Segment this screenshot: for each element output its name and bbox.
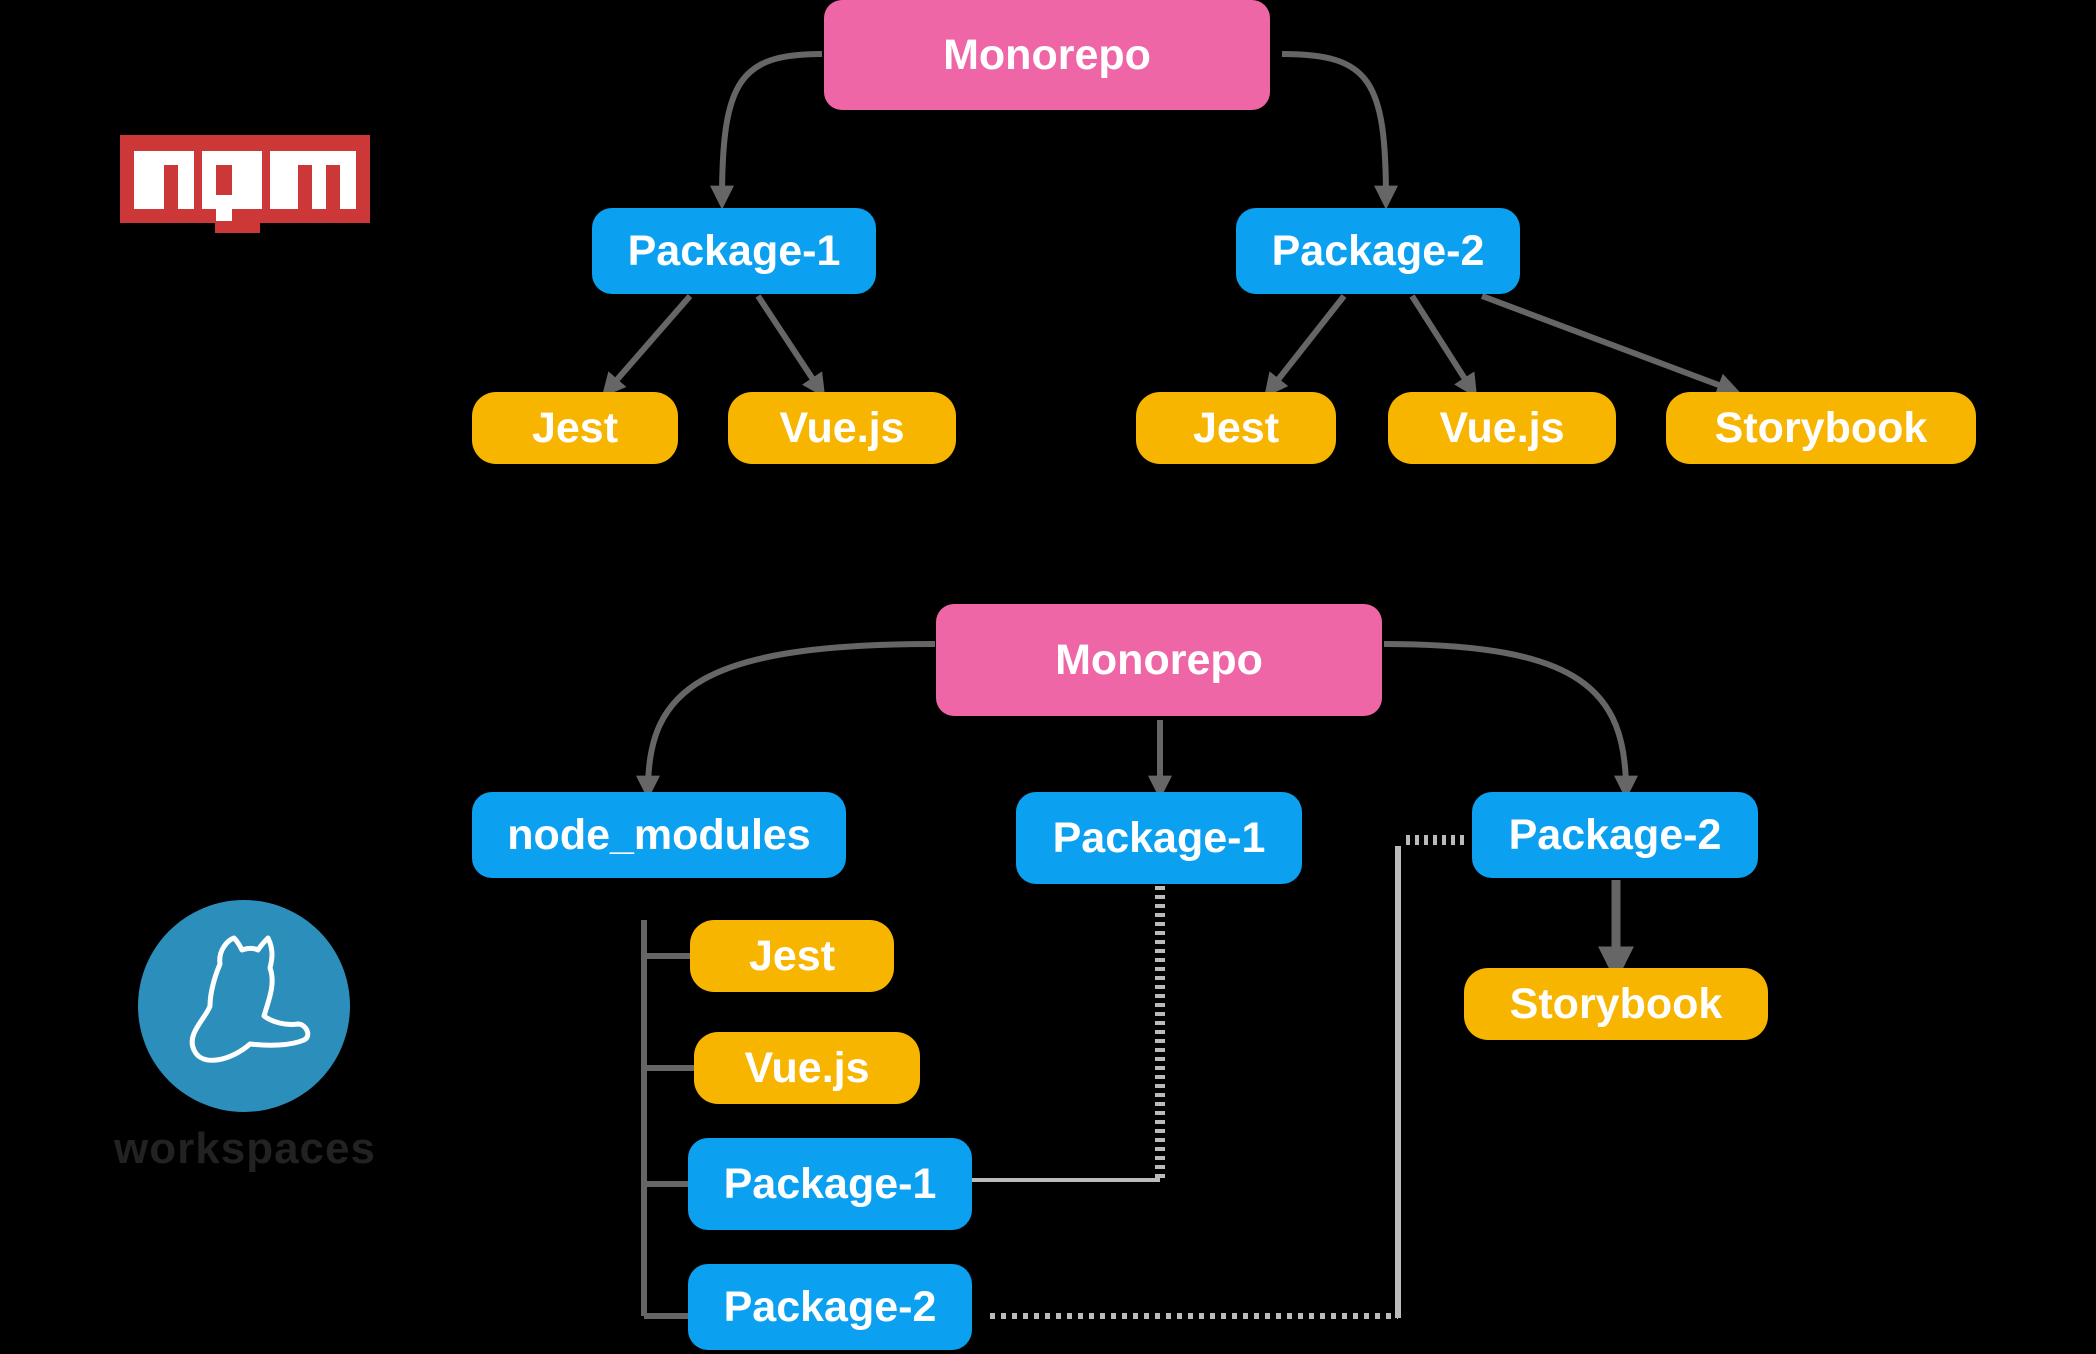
- yarn-nm-package-1-node: Package-1: [688, 1138, 972, 1230]
- npm-p1-jest-node: Jest: [472, 392, 678, 464]
- npm-package-2-node: Package-2: [1236, 208, 1520, 294]
- cat-icon: [189, 935, 311, 1063]
- edge-monorepo-package-2: [1281, 51, 1398, 210]
- edge-monorepo-node-modules: [636, 641, 936, 800]
- yarn-nm-package-2-node: Package-2: [688, 1264, 972, 1350]
- yarn-package-2-node: Package-2: [1472, 792, 1758, 878]
- npm-logo: [120, 135, 370, 233]
- edge-p2-jest: [1264, 294, 1347, 398]
- edge-p1-jest: [601, 294, 693, 398]
- npm-p1-vue-node: Vue.js: [728, 392, 956, 464]
- npm-monorepo-node: Monorepo: [824, 0, 1270, 110]
- edge-monorepo-package-1: [710, 51, 823, 210]
- edge-monorepo-package-2: [1383, 641, 1638, 800]
- yarn-package-1-node: Package-1: [1016, 792, 1302, 884]
- npm-p2-vue-node: Vue.js: [1388, 392, 1616, 464]
- yarn-edges: [636, 641, 1638, 1319]
- yarn-nm-jest-node: Jest: [690, 920, 894, 992]
- npm-package-1-node: Package-1: [592, 208, 876, 294]
- edge-p2-storybook: [1480, 293, 1741, 397]
- yarn-node-modules-node: node_modules: [472, 792, 846, 878]
- yarn-caption: workspaces: [114, 1124, 376, 1173]
- edge-p1-vue: [755, 294, 826, 399]
- yarn-monorepo-node: Monorepo: [936, 604, 1382, 716]
- symlink-edges: [970, 835, 1466, 1319]
- yarn-nm-vue-node: Vue.js: [694, 1032, 920, 1104]
- yarn-storybook-node: Storybook: [1464, 968, 1768, 1040]
- yarn-logo: [138, 900, 350, 1112]
- npm-edges: [601, 51, 1741, 399]
- edge-p2-vue: [1409, 294, 1478, 399]
- npm-p2-jest-node: Jest: [1136, 392, 1336, 464]
- npm-p2-storybook-node: Storybook: [1666, 392, 1976, 464]
